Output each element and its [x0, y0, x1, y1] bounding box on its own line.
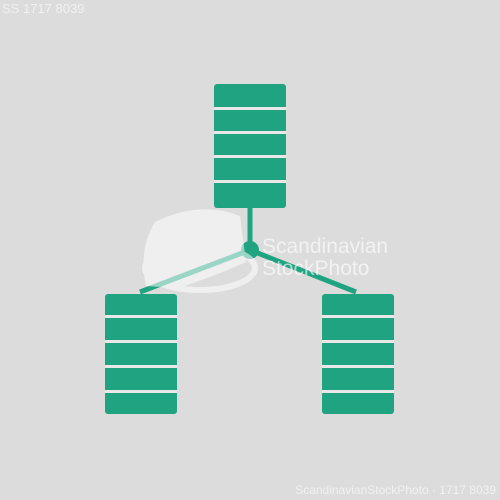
server-left-divider — [105, 315, 177, 318]
server-right-divider — [322, 365, 394, 368]
watermark-brand-line1: Scandinavian — [262, 235, 389, 258]
watermark-bottom: ScandinavianStockPhoto · 1717 8039 — [295, 483, 496, 497]
watermark-brand-line2: StockPhoto — [262, 257, 370, 280]
server-top — [214, 84, 286, 208]
server-left-body — [105, 294, 177, 414]
connector-right-line — [249, 247, 357, 295]
server-right-body — [322, 294, 394, 414]
server-right-divider — [322, 340, 394, 343]
server-left-divider — [105, 340, 177, 343]
watermark-logo-icon — [142, 209, 258, 293]
server-left — [105, 294, 177, 414]
server-right-divider — [322, 315, 394, 318]
watermark-logo-ring — [142, 243, 258, 293]
watermark-brand: Scandinavian StockPhoto — [262, 236, 388, 280]
server-left-divider — [105, 365, 177, 368]
server-right — [322, 294, 394, 414]
server-right-divider — [322, 390, 394, 393]
server-top-divider — [214, 180, 286, 183]
server-left-divider — [105, 390, 177, 393]
server-top-divider — [214, 107, 286, 110]
server-top-body — [214, 84, 286, 208]
watermark-id-top: SS 1717 8039 — [2, 1, 85, 16]
server-top-divider — [214, 131, 286, 134]
server-top-divider — [214, 155, 286, 158]
